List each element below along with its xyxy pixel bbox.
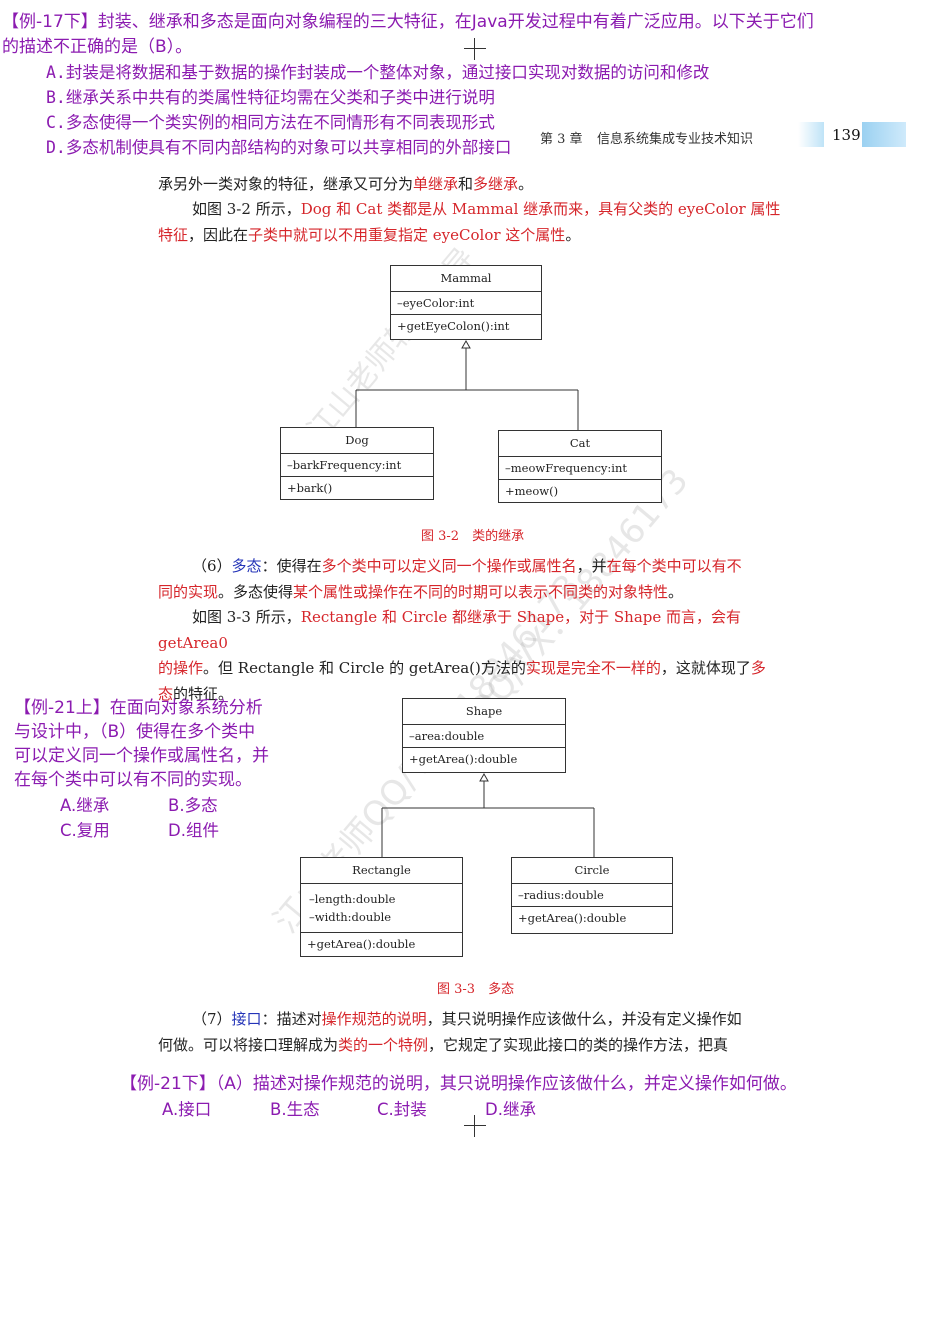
example-17-option-b: B.继承关系中共有的类属性特征均需在父类和子类中进行说明 <box>46 88 495 107</box>
uml-class-shape: Shape –area:double +getArea():double <box>402 698 566 773</box>
header-title: 信息系统集成专业技术知识 <box>597 132 754 147</box>
paragraph-inheritance: 承另外一类对象的特征，继承又可分为单继承和多继承。 <box>158 175 534 193</box>
figure-3-2-caption: 图 3-2 类的继承 <box>421 529 525 544</box>
uml-class-mammal: Mammal –eyeColor:int +getEyeColon():int <box>390 265 542 340</box>
paragraph-figure-3-2: 如图 3-2 所示，Dog 和 Cat 类都是从 Mammal 继承而来，具有父… <box>158 200 781 244</box>
header-decor-bar-left <box>798 122 824 147</box>
example-17-option-a: A.封装是将数据和基于数据的操作封装成一个整体对象，通过接口实现对数据的访问和修… <box>46 63 710 82</box>
example-17-option-c: C.多态使得一个类实例的相同方法在不同情形有不同表现形式 <box>46 113 495 132</box>
header-chapter: 第 3 章 <box>540 132 583 147</box>
inheritance-connector-3-3 <box>381 773 595 857</box>
crosshair-bottom <box>464 1115 486 1137</box>
example-21a-option-c: C.复用 <box>60 821 110 840</box>
paragraph-polymorphism: （6）多态：使得在多个类中可以定义同一个操作或属性名，并在每个类中可以有不 同的… <box>158 557 742 601</box>
header-decor-bar-right <box>862 122 906 147</box>
example-21a-question: 【例-21上】在面向对象系统分析 与设计中，（B）使得在多个类中 可以定义同一个… <box>14 698 269 790</box>
inheritance-connector-3-2 <box>355 340 579 430</box>
paragraph-interface: （7）接口：描述对操作规范的说明，其只说明操作应该做什么，并没有定义操作如 何做… <box>158 1010 742 1054</box>
uml-class-cat: Cat –meowFrequency:int +meow() <box>498 430 662 503</box>
uml-class-circle: Circle –radius:double +getArea():double <box>511 857 673 934</box>
page-number: 139 <box>832 126 861 144</box>
example-21b-option-b: B.生态 <box>270 1100 320 1119</box>
example-17-option-d: D.多态机制使具有不同内部结构的对象可以共享相同的外部接口 <box>46 138 512 157</box>
example-21b-option-c: C.封装 <box>377 1100 427 1119</box>
uml-class-dog: Dog –barkFrequency:int +bark() <box>280 427 434 500</box>
example-21b-question: 【例-21下】（A）描述对操作规范的说明，其只说明操作应该做什么，并定义操作如何… <box>120 1074 797 1094</box>
example-21b-option-d: D.继承 <box>485 1100 536 1119</box>
example-17-stem-1: 封装、继承和多态是面向对象编程的三大特征，在Java开发过程中有着广泛应用。以下… <box>97 12 814 32</box>
example-17-tag: 【例-17下】 <box>2 12 98 32</box>
crosshair-top <box>464 38 486 60</box>
paragraph-figure-3-3: 如图 3-3 所示，Rectangle 和 Circle 都继承于 Shape，… <box>158 608 766 703</box>
example-21b-option-a: A.接口 <box>162 1100 212 1119</box>
example-17-question: 【例-17下】封装、继承和多态是面向对象编程的三大特征，在Java开发过程中有着… <box>2 10 947 60</box>
example-21a-option-a: A.继承 <box>60 796 110 815</box>
figure-3-3-caption: 图 3-3 多态 <box>437 982 515 997</box>
example-17-stem-2: 的描述不正确的是（B）。 <box>2 37 193 57</box>
uml-class-rectangle: Rectangle –length:double–width:double +g… <box>300 857 463 957</box>
example-21a-option-d: D.组件 <box>168 821 219 840</box>
example-21a-option-b: B.多态 <box>168 796 218 815</box>
